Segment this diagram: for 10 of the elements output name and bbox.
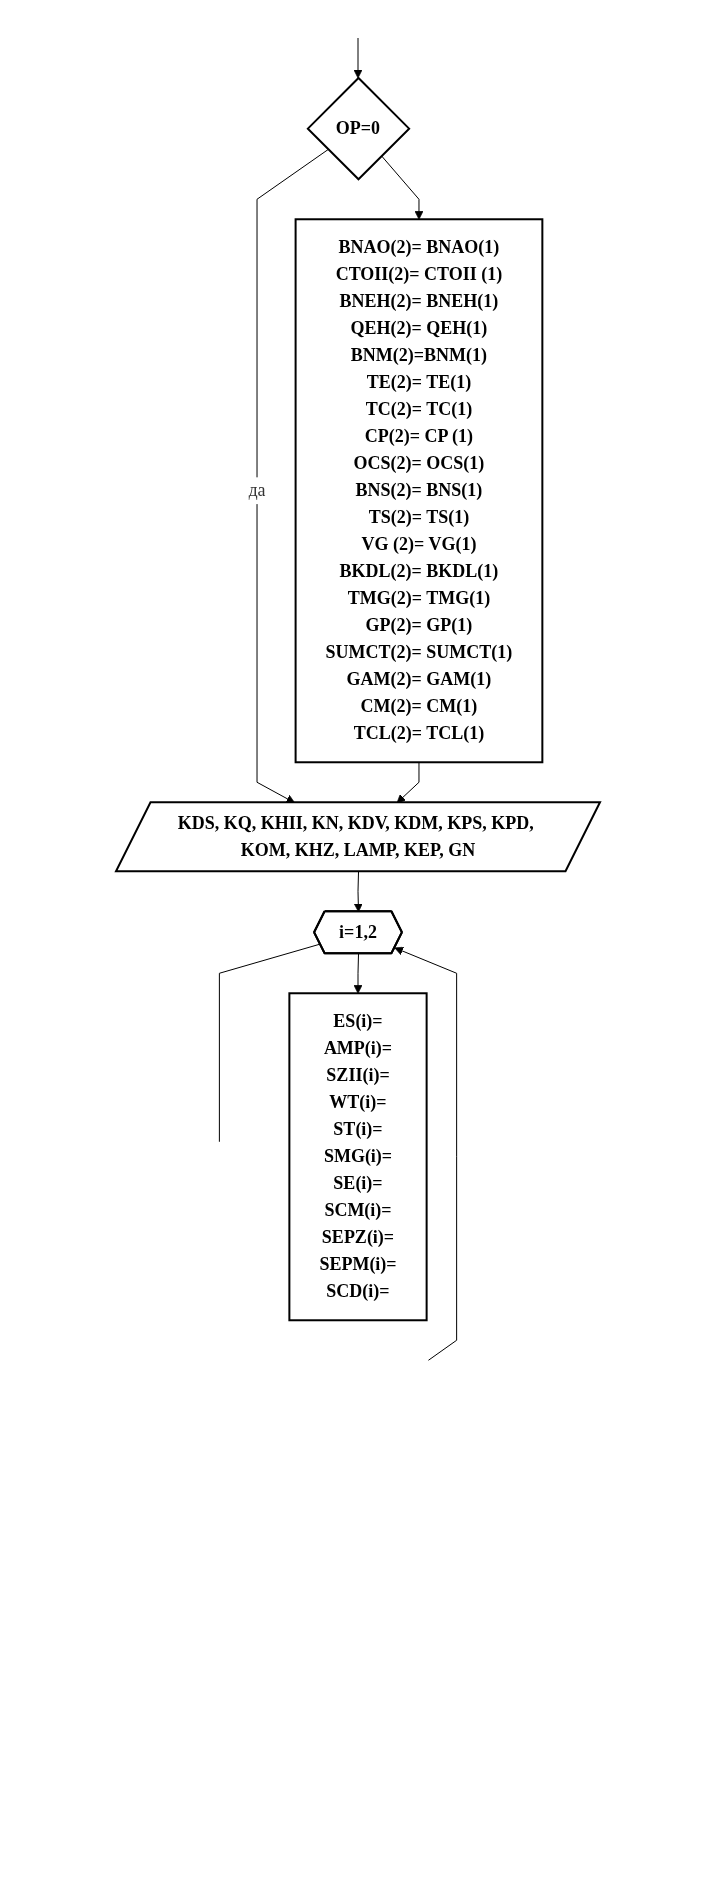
node-diamond: OP=0 xyxy=(305,76,411,181)
arrow xyxy=(393,946,457,1361)
edge-label: да xyxy=(247,480,266,501)
connector xyxy=(218,943,321,1143)
node-box: ES(i)= AMP(i)= SZII(i)= WT(i)= ST(i)= SMG(i)= SE(i)= SCM(i)= SEPZ(i)= SEPM(i)= SCD(i)= xyxy=(287,992,428,1322)
arrow xyxy=(380,155,423,220)
arrow xyxy=(353,37,362,79)
arrow xyxy=(353,953,362,994)
arrow xyxy=(353,871,363,913)
node-box: BNAO(2)= BNAO(1) CTOII(2)= CTOII (1) BNEH(2)= BNEH(1) QEH(2)= QEH(1) BNM(2)=BNM(1) TE(2)= TE(1) TC(2)= TC(1) CP(2)= CP (1) OCS(2)= OCS(1) BNS(2)= BNS(1) TS(2)= TS(1) VG (2)= VG(1) BKDL(2)= BKDL(1) TMG(2)= TMG(1) GP(2)= GP(1) SUMCT(2)= SUMCT(1) GAM(2)= GAM(1) CM(2)= CM(1) TCL(2)= TCL(1) xyxy=(294,218,543,764)
